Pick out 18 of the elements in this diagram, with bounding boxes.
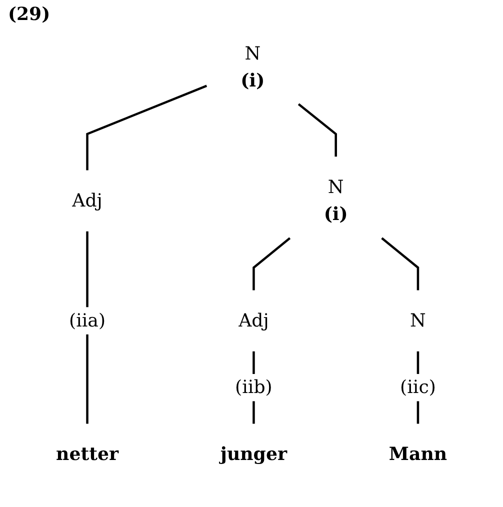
connector	[252, 236, 291, 290]
node-text: Adj	[72, 188, 102, 210]
connector	[381, 236, 420, 290]
node-text: Mann	[388, 442, 448, 464]
node-text: N	[328, 175, 344, 197]
node-text: N	[244, 42, 261, 64]
node-text: netter	[56, 442, 118, 464]
node-text: N	[410, 308, 426, 330]
node-text: junger	[220, 442, 287, 464]
node-label: (i)	[324, 202, 348, 224]
edge-label: (iia)	[68, 308, 106, 330]
example-number: (29)	[8, 4, 50, 25]
edge-label: (iib)	[235, 376, 272, 398]
connector	[298, 102, 337, 156]
node-label: (i)	[240, 68, 265, 90]
edge-label: (iic)	[400, 376, 436, 398]
node-text: Adj	[238, 308, 269, 330]
connector	[86, 84, 208, 170]
